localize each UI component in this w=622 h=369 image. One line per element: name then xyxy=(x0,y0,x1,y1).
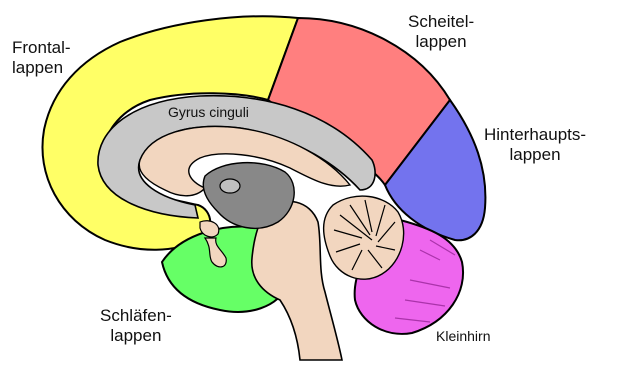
label-parietal-line1: Scheitel- xyxy=(408,12,474,32)
label-frontal-line1: Frontal- xyxy=(12,38,71,58)
thalamus xyxy=(203,163,294,229)
label-occipital-line2: lappen xyxy=(484,145,586,165)
label-temporal-line2: lappen xyxy=(100,326,172,346)
arbor-vitae xyxy=(324,196,404,279)
label-occipital-line1: Hinterhaupts- xyxy=(484,125,586,145)
label-parietal-line2: lappen xyxy=(408,32,474,52)
label-frontal-lobe: Frontal- lappen xyxy=(12,38,71,77)
label-occipital-lobe: Hinterhaupts- lappen xyxy=(484,125,586,164)
label-frontal-line2: lappen xyxy=(12,58,71,78)
label-cingulate-gyrus: Gyrus cinguli xyxy=(168,104,249,120)
label-parietal-lobe: Scheitel- lappen xyxy=(408,12,474,51)
label-cerebellum: Kleinhirn xyxy=(436,328,490,344)
label-temporal-line1: Schläfen- xyxy=(100,306,172,326)
thalamus-center xyxy=(220,179,240,193)
label-temporal-lobe: Schläfen- lappen xyxy=(100,306,172,345)
